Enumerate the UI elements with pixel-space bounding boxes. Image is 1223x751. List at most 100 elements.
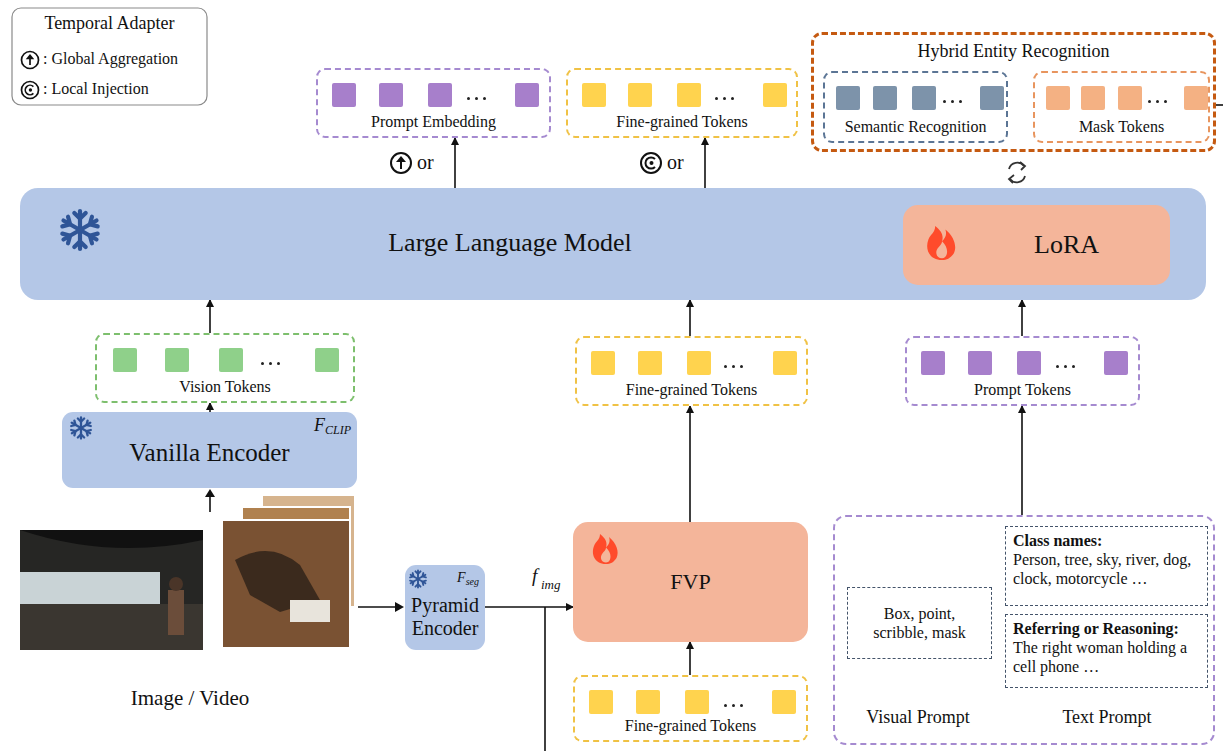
ellipsis-dots <box>1145 100 1175 104</box>
encoder-box: Vanilla EncoderFCLIP <box>62 412 357 488</box>
token-square <box>165 348 189 372</box>
trainable-icon <box>927 226 955 260</box>
frozen-icon <box>71 418 91 439</box>
dot <box>483 97 486 100</box>
feature-line <box>544 607 546 751</box>
legend-text: : Global Aggregation <box>43 50 178 67</box>
photo-person <box>168 590 184 635</box>
box-label: LoRA <box>1034 229 1099 260</box>
legend-row: : Local Injection <box>43 80 149 98</box>
prompt-caption: Text Prompt <box>1022 707 1192 727</box>
dot <box>277 362 280 365</box>
dot <box>467 97 470 100</box>
dot <box>723 97 726 100</box>
token-group: Fine-grained Tokens <box>566 68 798 138</box>
stub-line <box>1216 104 1223 106</box>
connector-arrow <box>704 138 706 188</box>
token-group: Prompt Tokens <box>905 336 1140 406</box>
text-label: img <box>541 578 561 593</box>
prompt-group: Visual Prompt Text Prompt Box, point, scri… <box>833 515 1215 745</box>
input-arrow <box>358 606 396 608</box>
photo-bridge <box>20 530 203 548</box>
dot <box>475 97 478 100</box>
dot <box>732 365 735 368</box>
arrow-head <box>205 489 215 497</box>
dot <box>724 365 727 368</box>
trainable-box: FVP <box>573 522 808 642</box>
dot <box>731 97 734 100</box>
token-square <box>379 83 403 107</box>
connector-arrow <box>485 606 573 608</box>
token-square <box>968 351 992 375</box>
symbol-letter: F <box>457 570 466 585</box>
encoder-box: Pyramid EncoderFseg <box>405 565 485 650</box>
dot <box>1156 100 1159 103</box>
text-box: Box, point, scribble, mask <box>847 587 992 659</box>
token-group: Prompt Embedding <box>316 68 551 138</box>
token-square <box>638 351 662 375</box>
token-label: Prompt Embedding <box>320 113 547 131</box>
token-square <box>685 690 709 714</box>
ellipsis-dots <box>721 704 751 708</box>
dot <box>724 704 727 707</box>
token-square <box>332 83 356 107</box>
text-label: or <box>417 151 434 174</box>
dot <box>732 704 735 707</box>
symbol-letter: F <box>314 415 325 435</box>
model-box: Large Language Model LoRA <box>20 188 1206 300</box>
token-square <box>428 83 452 107</box>
dot <box>740 365 743 368</box>
dot <box>740 704 743 707</box>
local-injection-symbol <box>641 153 661 173</box>
model-label: Large Language Model <box>140 228 880 258</box>
text-heading: Referring or Reasoning: <box>1013 619 1200 638</box>
token-group: Fine-grained Tokens <box>573 675 808 742</box>
token-square <box>1017 351 1041 375</box>
token-square <box>677 83 701 107</box>
token-square <box>1118 86 1142 110</box>
token-square <box>591 351 615 375</box>
refresh-symbol <box>1009 162 1025 183</box>
token-group: Mask Tokens <box>1033 71 1210 143</box>
encoder-symbol: FCLIP <box>314 415 351 438</box>
global-aggregation-symbol <box>22 52 39 69</box>
token-square <box>515 83 539 107</box>
token-square <box>687 351 711 375</box>
dot <box>261 362 264 365</box>
trainable-icon <box>593 534 618 564</box>
connector-arrow <box>209 403 211 412</box>
dot <box>959 100 962 103</box>
token-square <box>921 351 945 375</box>
text-label: f <box>532 565 537 587</box>
trainable-box: LoRA <box>903 205 1170 285</box>
dot <box>1064 365 1067 368</box>
text-heading: Class names: <box>1013 531 1200 550</box>
text-box: Class names:Person, tree, sky, river, do… <box>1005 526 1208 606</box>
connector-arrow <box>209 300 211 333</box>
group-box: Hybrid Entity RecognitionSemantic Recogn… <box>811 32 1216 152</box>
token-square <box>772 690 796 714</box>
prompt-caption: Visual Prompt <box>833 707 1003 727</box>
token-square <box>912 86 936 110</box>
group-title: Hybrid Entity Recognition <box>814 41 1213 61</box>
token-square <box>1046 86 1070 110</box>
token-square <box>628 83 652 107</box>
dot <box>715 97 718 100</box>
token-square <box>219 348 243 372</box>
dot <box>1164 100 1167 103</box>
legend-row: : Global Aggregation <box>43 50 178 68</box>
ellipsis-dots <box>721 365 751 369</box>
text-label: or <box>667 151 684 174</box>
frozen-icon <box>62 211 97 249</box>
dot <box>1072 365 1075 368</box>
token-label: Prompt Tokens <box>909 381 1136 399</box>
token-label: Semantic Recognition <box>827 118 1004 136</box>
dot <box>1148 100 1151 103</box>
token-square <box>1184 86 1208 110</box>
ellipsis-dots <box>712 97 742 101</box>
video-frame <box>222 520 350 648</box>
dot <box>1056 365 1059 368</box>
frozen-icon <box>410 571 426 588</box>
token-label: Fine-grained Tokens <box>570 113 794 131</box>
